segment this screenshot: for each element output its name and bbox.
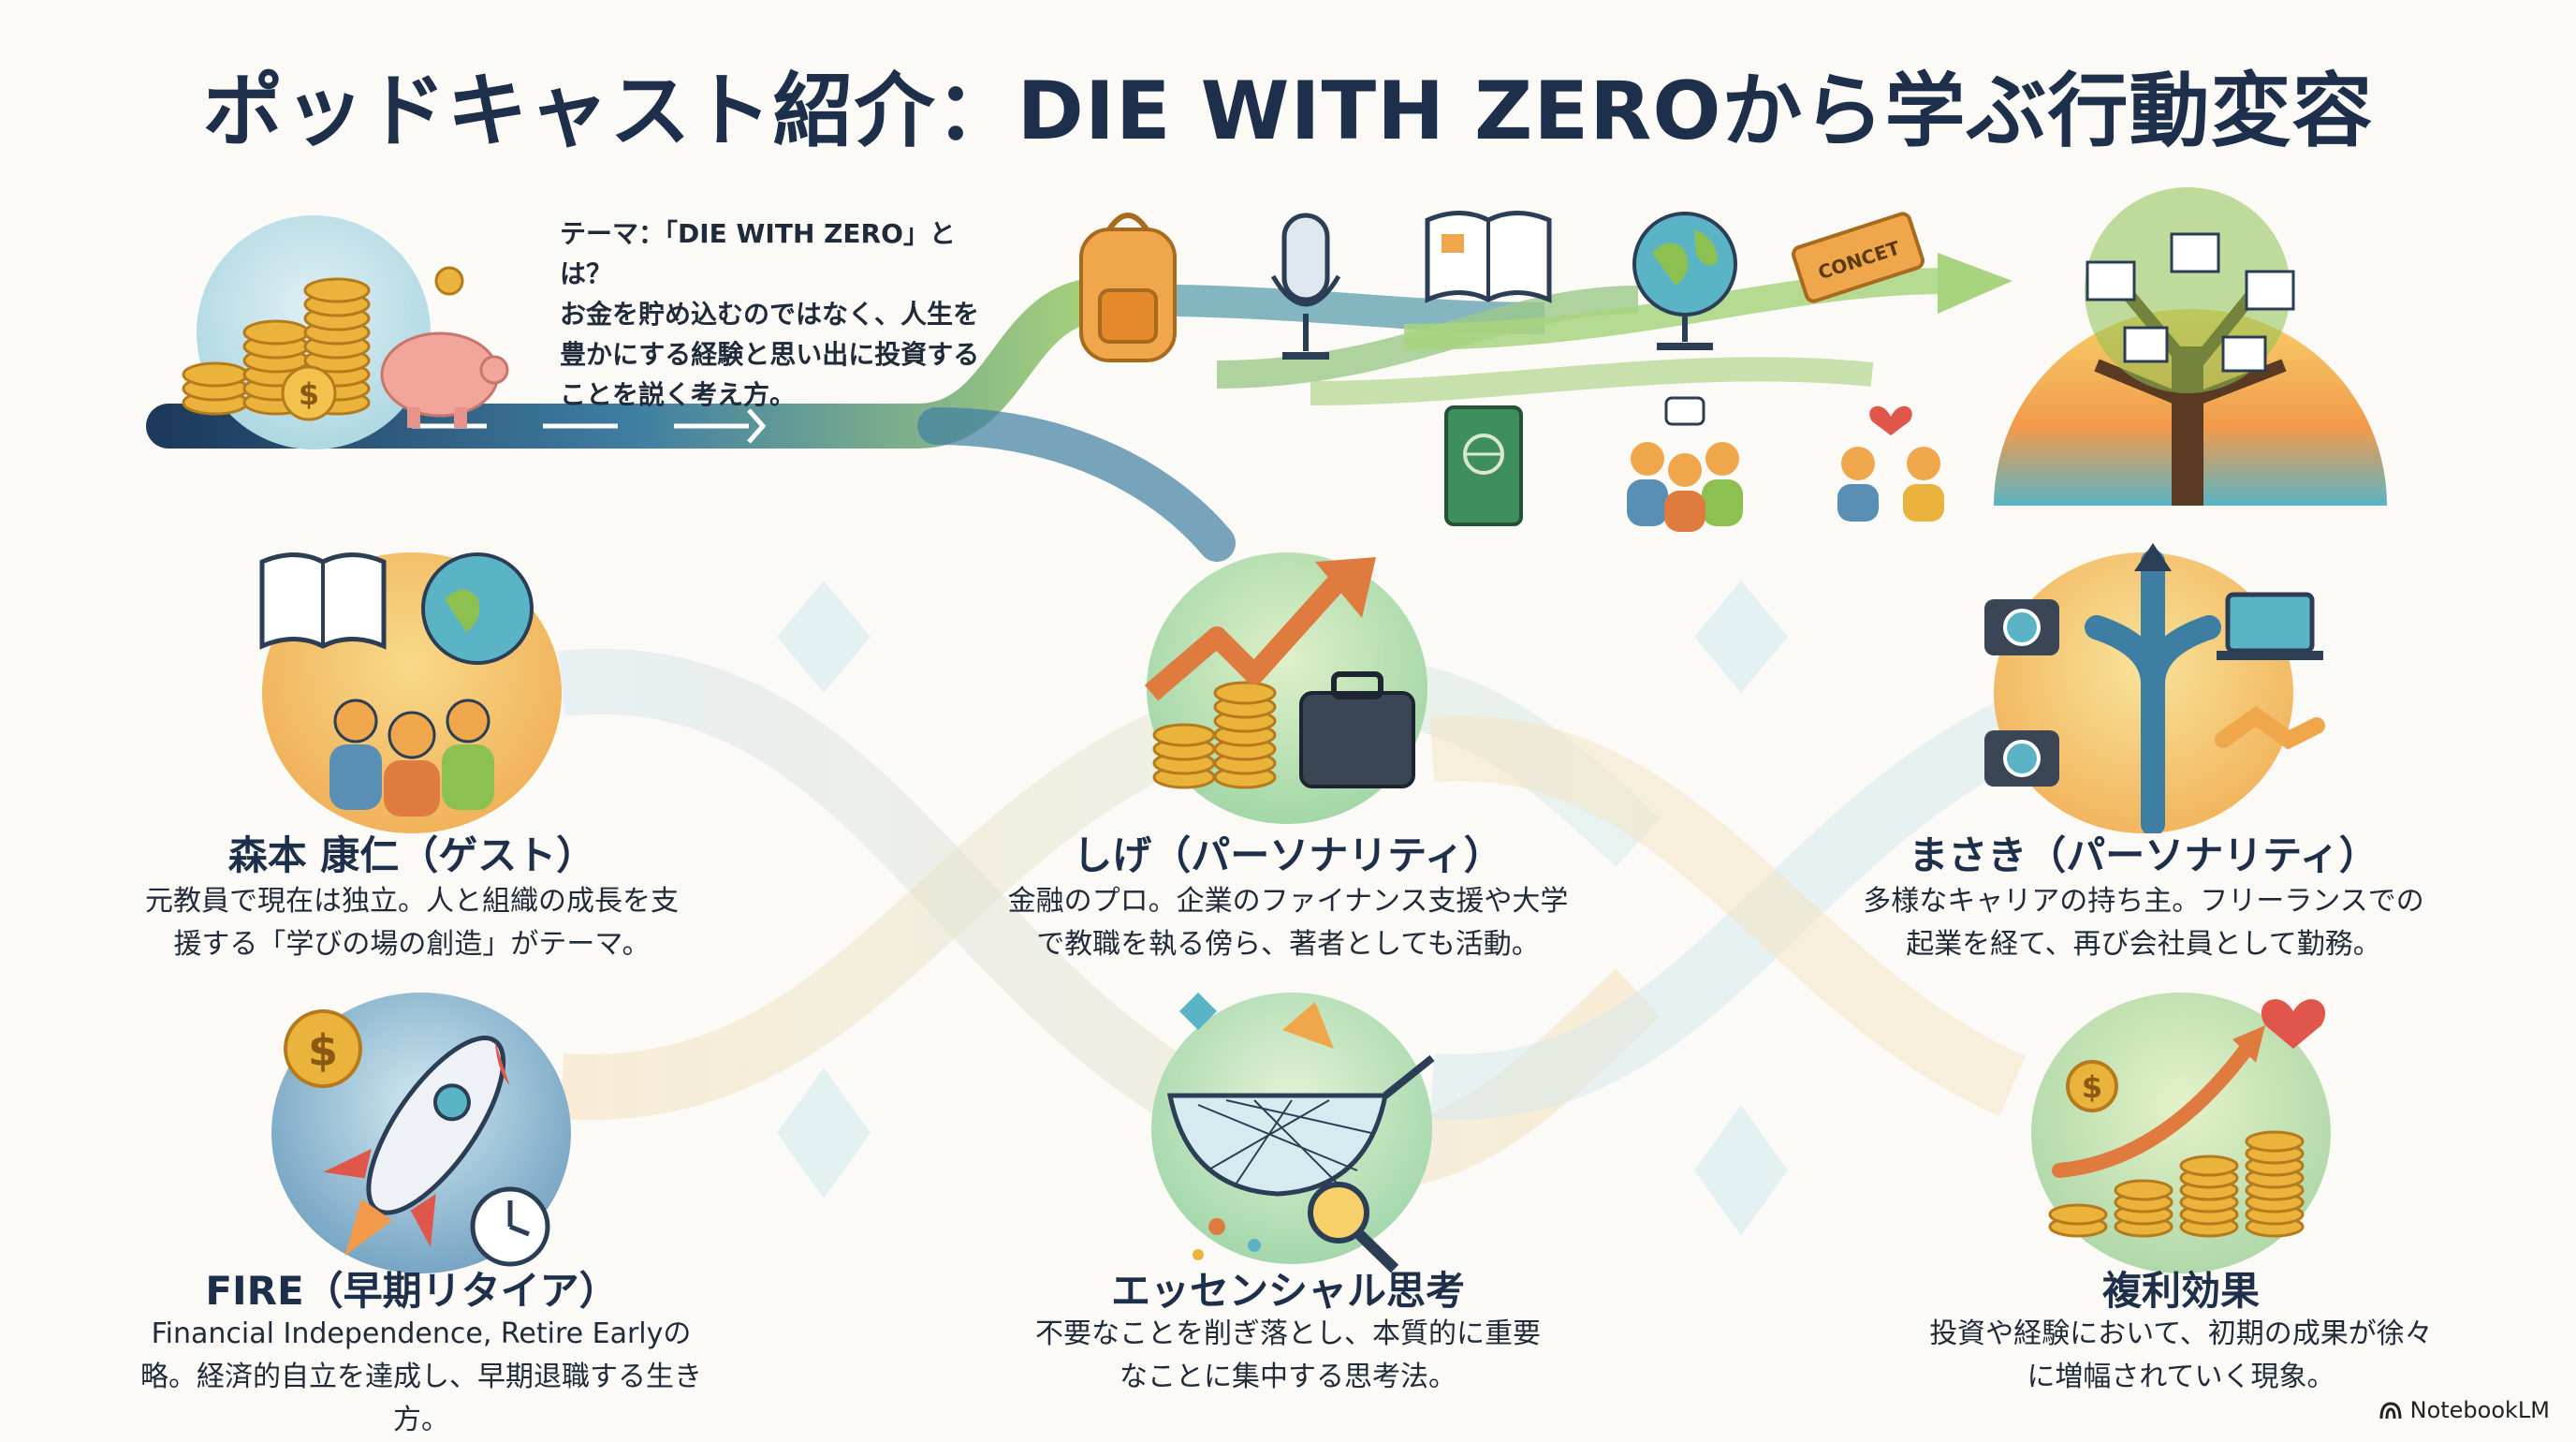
rocket-icon: $: [284, 1009, 550, 1267]
memory-tree-sunset-icon: [1994, 187, 2387, 506]
essential-desc: 不要なことを削ぎ落とし、本質的に重要なことに集中する思考法。: [1035, 1317, 1541, 1393]
theme-block: テーマ：「DIE WITH ZERO」とは？ お金を貯め込むのではなく、人生を豊…: [560, 213, 1000, 415]
coins-growth-briefcase-icon: [1144, 557, 1415, 789]
fire-title: FIRE（早期リタイア）: [205, 1268, 619, 1314]
career-paths-icon: [1984, 543, 2325, 833]
notebooklm-logo: NotebookLM: [2378, 1397, 2550, 1423]
fire-desc: Financial Independence, Retire Earlyの略。経…: [140, 1317, 702, 1436]
passport-icon: [1444, 405, 1523, 526]
masaki-desc: 多様なキャリアの持ち主。フリーランスでの起業を経て、再び会社員として勤務。: [1863, 885, 2424, 961]
theme-heading: テーマ：「DIE WITH ZERO」とは？: [560, 218, 956, 289]
notebooklm-icon: [2379, 1402, 2402, 1420]
compound-coins-heart-icon: $: [2048, 999, 2326, 1238]
essential-title: エッセンシャル思考: [1110, 1268, 1465, 1314]
sieve-magnifier-icon: [1166, 993, 1435, 1273]
compound-desc: 投資や経験において、初期の成果が徐々に増幅されていく現象。: [1929, 1317, 2433, 1393]
compound-title: 複利効果: [2101, 1268, 2260, 1314]
guest-title: 森本 康仁（ゲスト）: [227, 832, 596, 878]
microphone-icon: [1270, 213, 1341, 360]
brand-label: NotebookLM: [2409, 1397, 2550, 1423]
open-book-icon: [1425, 211, 1552, 303]
masaki-title: まさき（パーソナリティ）: [1909, 832, 2378, 878]
page-title: ポッドキャスト紹介：DIE WITH ZEROから学ぶ行動変容: [202, 65, 2374, 158]
guest-desc: 元教員で現在は独立。人と組織の成長を支援する「学びの場の創造」がテーマ。: [145, 885, 679, 961]
friends-heart-icon: [1837, 405, 1944, 522]
globe-icon: [1632, 212, 1737, 350]
svg-text:$: $: [2082, 1069, 2102, 1105]
book-globe-people-icon: [259, 552, 534, 817]
svg-text:$: $: [299, 376, 319, 412]
shige-title: しげ（パーソナリティ）: [1073, 832, 1503, 878]
shige-desc: 金融のプロ。企業のファイナンス支援や大学で教職を執る傍ら、著者としても活動。: [1007, 885, 1569, 961]
backpack-icon: [1079, 213, 1177, 362]
coins-piggy-bank-icon: $: [182, 266, 509, 428]
svg-text:$: $: [308, 1025, 338, 1076]
theme-body: お金を貯め込むのではなく、人生を豊かにする経験と思い出に投資することを説く考え方…: [560, 299, 980, 410]
group-people-icon: [1627, 396, 1743, 532]
ticket-icon: CONCET: [1791, 212, 1925, 303]
